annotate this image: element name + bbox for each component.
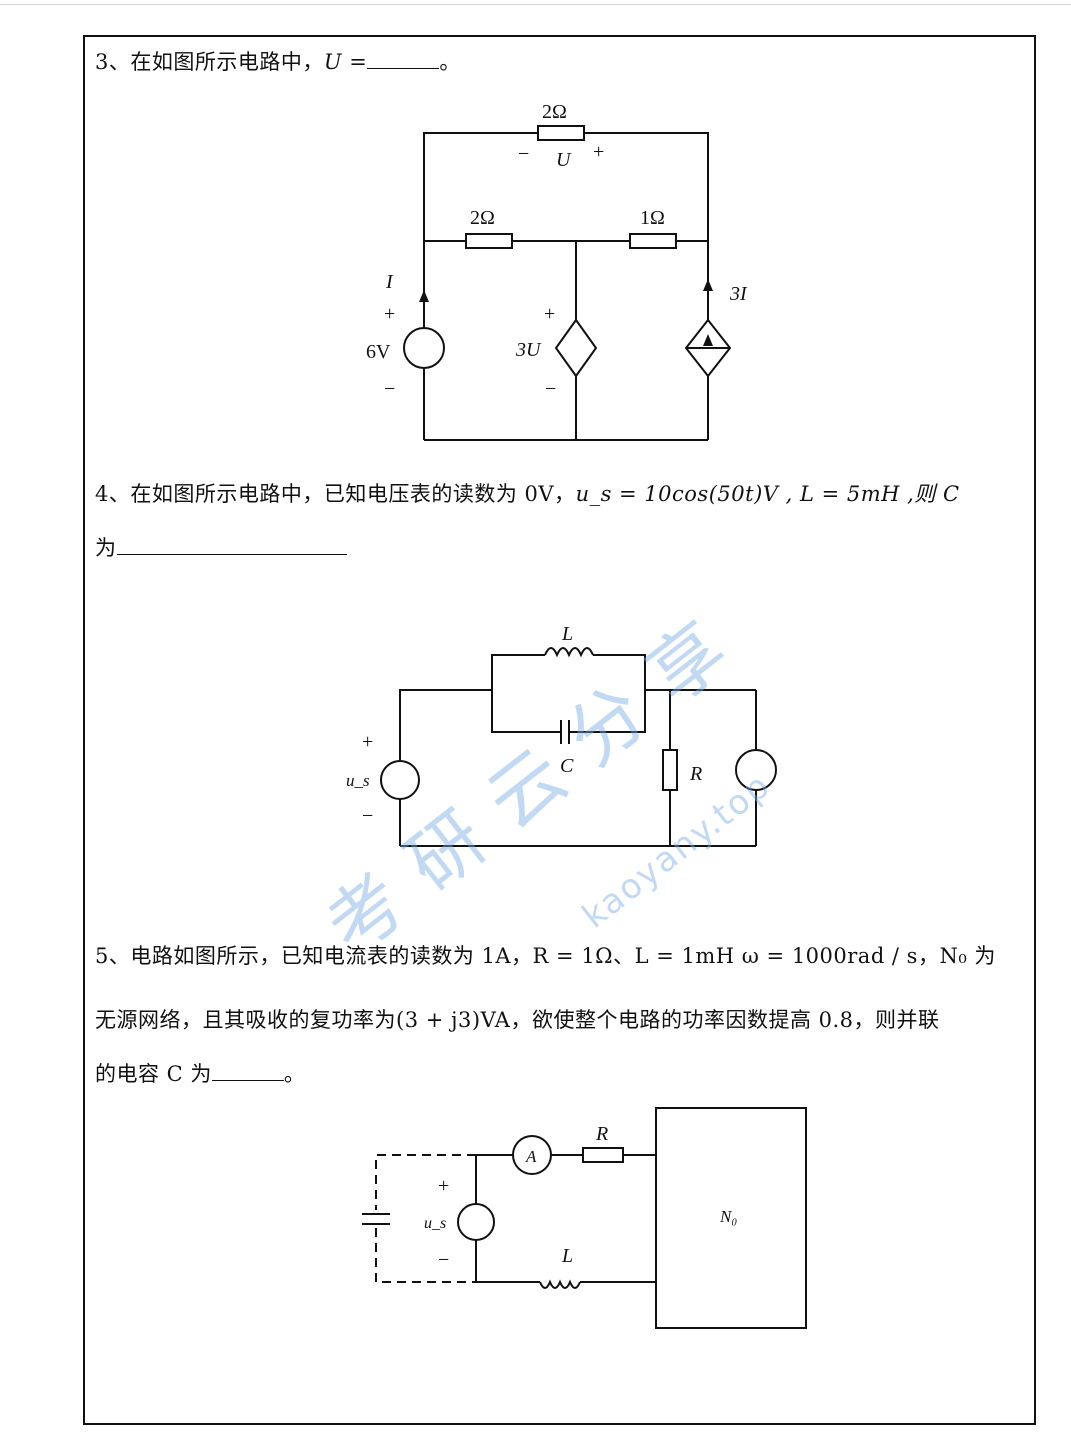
q3-label-src-minus: − bbox=[384, 378, 395, 400]
q5-resistor bbox=[582, 1147, 624, 1163]
q3-label-dep-value: 3U bbox=[515, 339, 542, 361]
q3-text: 3、在如图所示电路中，U = 。 bbox=[95, 46, 461, 76]
q4-text-line1: 4、在如图所示电路中，已知电压表的读数为 0V，u_s = 10cos(50t)… bbox=[95, 478, 960, 508]
q3-resistor-left bbox=[465, 233, 513, 249]
top-separator bbox=[0, 4, 1071, 5]
q5-label-r: R bbox=[595, 1123, 608, 1145]
q3-circuit bbox=[403, 125, 732, 441]
q3-end: 。 bbox=[439, 50, 461, 74]
q5-text-line3: 的电容 C 为 。 bbox=[95, 1058, 305, 1088]
q4-label-plus: + bbox=[362, 731, 373, 753]
q5-label-n0: N₀ bbox=[719, 1207, 737, 1226]
q3-current-arrow-i bbox=[419, 290, 429, 302]
q5-label-us: u_s bbox=[424, 1215, 446, 1232]
q3-current-arrow-3i bbox=[703, 279, 713, 291]
q3-label-r-right: 1Ω bbox=[640, 207, 665, 229]
q5-prompt-3: 的电容 C 为 bbox=[95, 1062, 212, 1086]
q4-resistor bbox=[662, 749, 678, 791]
q3-var: U bbox=[323, 50, 343, 74]
q4-voltage-source bbox=[380, 760, 420, 800]
q3-label-src-value: 6V bbox=[366, 341, 391, 363]
q3-label-dep-minus: − bbox=[545, 378, 556, 400]
q4-formula: u_s = 10cos(50t)V , L = 5mH ,则 C bbox=[575, 482, 960, 506]
q3-arrows bbox=[419, 279, 713, 346]
q4-label-minus: − bbox=[362, 805, 373, 827]
q3-eq: = bbox=[342, 50, 368, 74]
q5-text-line2: 无源网络，且其吸收的复功率为(3 + j3)VA，欲使整个电路的功率因数提高 0… bbox=[95, 1008, 940, 1032]
q4-answer-blank[interactable] bbox=[116, 534, 347, 555]
q3-label-u-minus: − bbox=[518, 143, 529, 165]
q3-label-r-top: 2Ω bbox=[542, 101, 567, 123]
q3-label-u: U bbox=[556, 149, 572, 171]
q5-voltage-source bbox=[457, 1203, 495, 1241]
q3-resistor-right bbox=[629, 233, 677, 249]
q4-prompt-2: 为 bbox=[95, 536, 117, 560]
q5-inductor bbox=[539, 1279, 581, 1289]
q4-label-r: R bbox=[689, 763, 702, 785]
q3-label-src-plus: + bbox=[384, 303, 395, 325]
q3-dependent-voltage-source bbox=[554, 318, 598, 378]
q4-text-line2: 为 bbox=[95, 532, 347, 562]
q3-label-dep-plus: + bbox=[544, 303, 555, 325]
q3-wire-top-left bbox=[423, 132, 538, 241]
q3-answer-blank[interactable] bbox=[367, 48, 440, 69]
q3-voltage-source bbox=[403, 327, 445, 369]
q4-label-us: u_s bbox=[346, 771, 370, 790]
q3-label-u-plus: + bbox=[593, 141, 604, 163]
page-frame bbox=[83, 35, 1036, 1425]
q3-wire-top-right bbox=[584, 132, 709, 241]
q5-circuit bbox=[362, 1107, 807, 1329]
q3-dep-source-arrow bbox=[703, 334, 713, 346]
q5-text-line1: 5、电路如图所示，已知电流表的读数为 1A，R = 1Ω、L = 1mH ω =… bbox=[95, 944, 996, 968]
q5-answer-blank[interactable] bbox=[211, 1060, 284, 1081]
q3-label-r-left: 2Ω bbox=[470, 207, 495, 229]
q3-resistor-top bbox=[537, 125, 585, 141]
q5-label-ammeter: A bbox=[525, 1147, 537, 1166]
q3-label-current-3i: 3I bbox=[729, 283, 748, 305]
q5-label-plus: + bbox=[438, 1175, 449, 1197]
q5-label-minus: − bbox=[438, 1249, 449, 1271]
q3-prompt: 3、在如图所示电路中， bbox=[95, 50, 324, 74]
q5-network-box bbox=[655, 1107, 807, 1329]
q4-inductor bbox=[544, 647, 594, 658]
q5-end: 。 bbox=[283, 1062, 306, 1086]
q4-prompt: 4、在如图所示电路中，已知电压表的读数为 0V， bbox=[95, 482, 576, 506]
q4-label-l: L bbox=[561, 623, 573, 645]
q4-label-c: C bbox=[560, 755, 574, 777]
q5-dashed-branch bbox=[375, 1154, 476, 1283]
q3-label-current-i: I bbox=[385, 271, 394, 293]
q4-circuit bbox=[380, 647, 777, 847]
q5-label-l: L bbox=[561, 1245, 573, 1267]
